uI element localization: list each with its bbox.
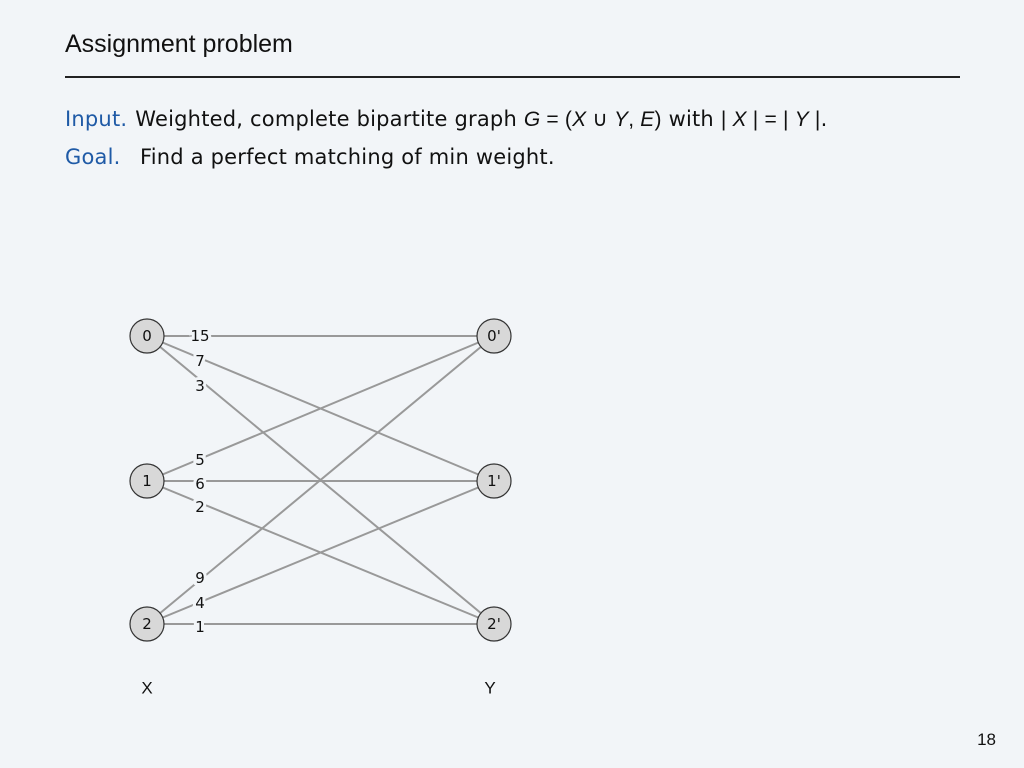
edge-weight-2-0: 9 [195,569,205,587]
title-divider [65,76,960,78]
edge-weight-1-0: 5 [195,451,205,469]
right-node-0-label: 0' [487,327,501,345]
math-cup: ∪ [586,108,614,131]
slide-title: Assignment problem [65,30,293,58]
goal-line: Goal. Find a perfect matching of min weig… [65,145,555,169]
page-number: 18 [977,730,996,749]
right-node-2-circle [476,606,512,642]
left-node-1-circle [129,463,165,499]
nodes: 0 1 2 0' 1' 2' [129,318,512,642]
goal-text: Find a perfect matching of min weight. [140,145,555,169]
left-node-2: 2 [129,606,165,642]
math-y-2: Y [794,108,809,131]
edges [146,335,495,625]
math-e: E [640,108,655,131]
math-comma: , [628,108,641,131]
edge-2-0 [146,335,495,625]
math-y: Y [613,108,629,131]
right-node-2: 2' [476,606,512,642]
right-node-1-label: 1' [487,472,501,490]
left-node-0: 0 [129,318,165,354]
edge-weight-0-2: 3 [195,377,205,395]
input-text-2: with [661,107,721,131]
left-node-0-circle [129,318,165,354]
goal-label: Goal. [65,145,121,169]
right-node-0: 0' [476,318,512,354]
math-bar-2: | = | [746,108,795,131]
left-node-1-label: 1 [142,472,152,490]
left-node-1: 1 [129,463,165,499]
cardinality-math: | X | = | Y | [721,108,821,131]
left-node-2-circle [129,606,165,642]
right-node-1-circle [476,463,512,499]
edge-weights: 15 7 3 5 6 2 9 4 1 [187,324,212,639]
input-text-3: . [820,107,828,131]
math-close: ) [654,108,662,131]
edge-weight-1-1: 6 [195,475,205,493]
input-math: G = (X ∪ Y, E) [524,108,662,131]
math-bar-3: | [808,108,821,131]
math-bar-1: | [720,108,733,131]
edge-2-1 [146,480,495,625]
math-eq: = ( [540,108,573,131]
math-g: G [523,108,541,131]
left-node-0-label: 0 [142,327,152,345]
left-set-label: X [141,679,152,698]
left-node-2-label: 2 [142,615,152,633]
math-x-2: X [732,108,747,131]
edge-weight-0-1: 7 [195,352,205,370]
input-label: Input. [65,107,128,131]
right-node-0-circle [476,318,512,354]
edge-weight-1-2: 2 [195,498,205,516]
edge-weight-2-1: 4 [195,594,205,612]
edge-weight-0-0: 15 [190,327,209,345]
input-text-1: Weighted, complete bipartite graph [135,107,524,131]
right-node-1: 1' [476,463,512,499]
math-x: X [572,108,587,131]
edge-1-0 [146,335,495,482]
input-line: Input. Weighted, complete bipartite graph… [65,107,827,132]
edge-weight-2-2: 1 [195,618,205,636]
right-node-2-label: 2' [487,615,501,633]
right-set-label: Y [484,679,495,698]
